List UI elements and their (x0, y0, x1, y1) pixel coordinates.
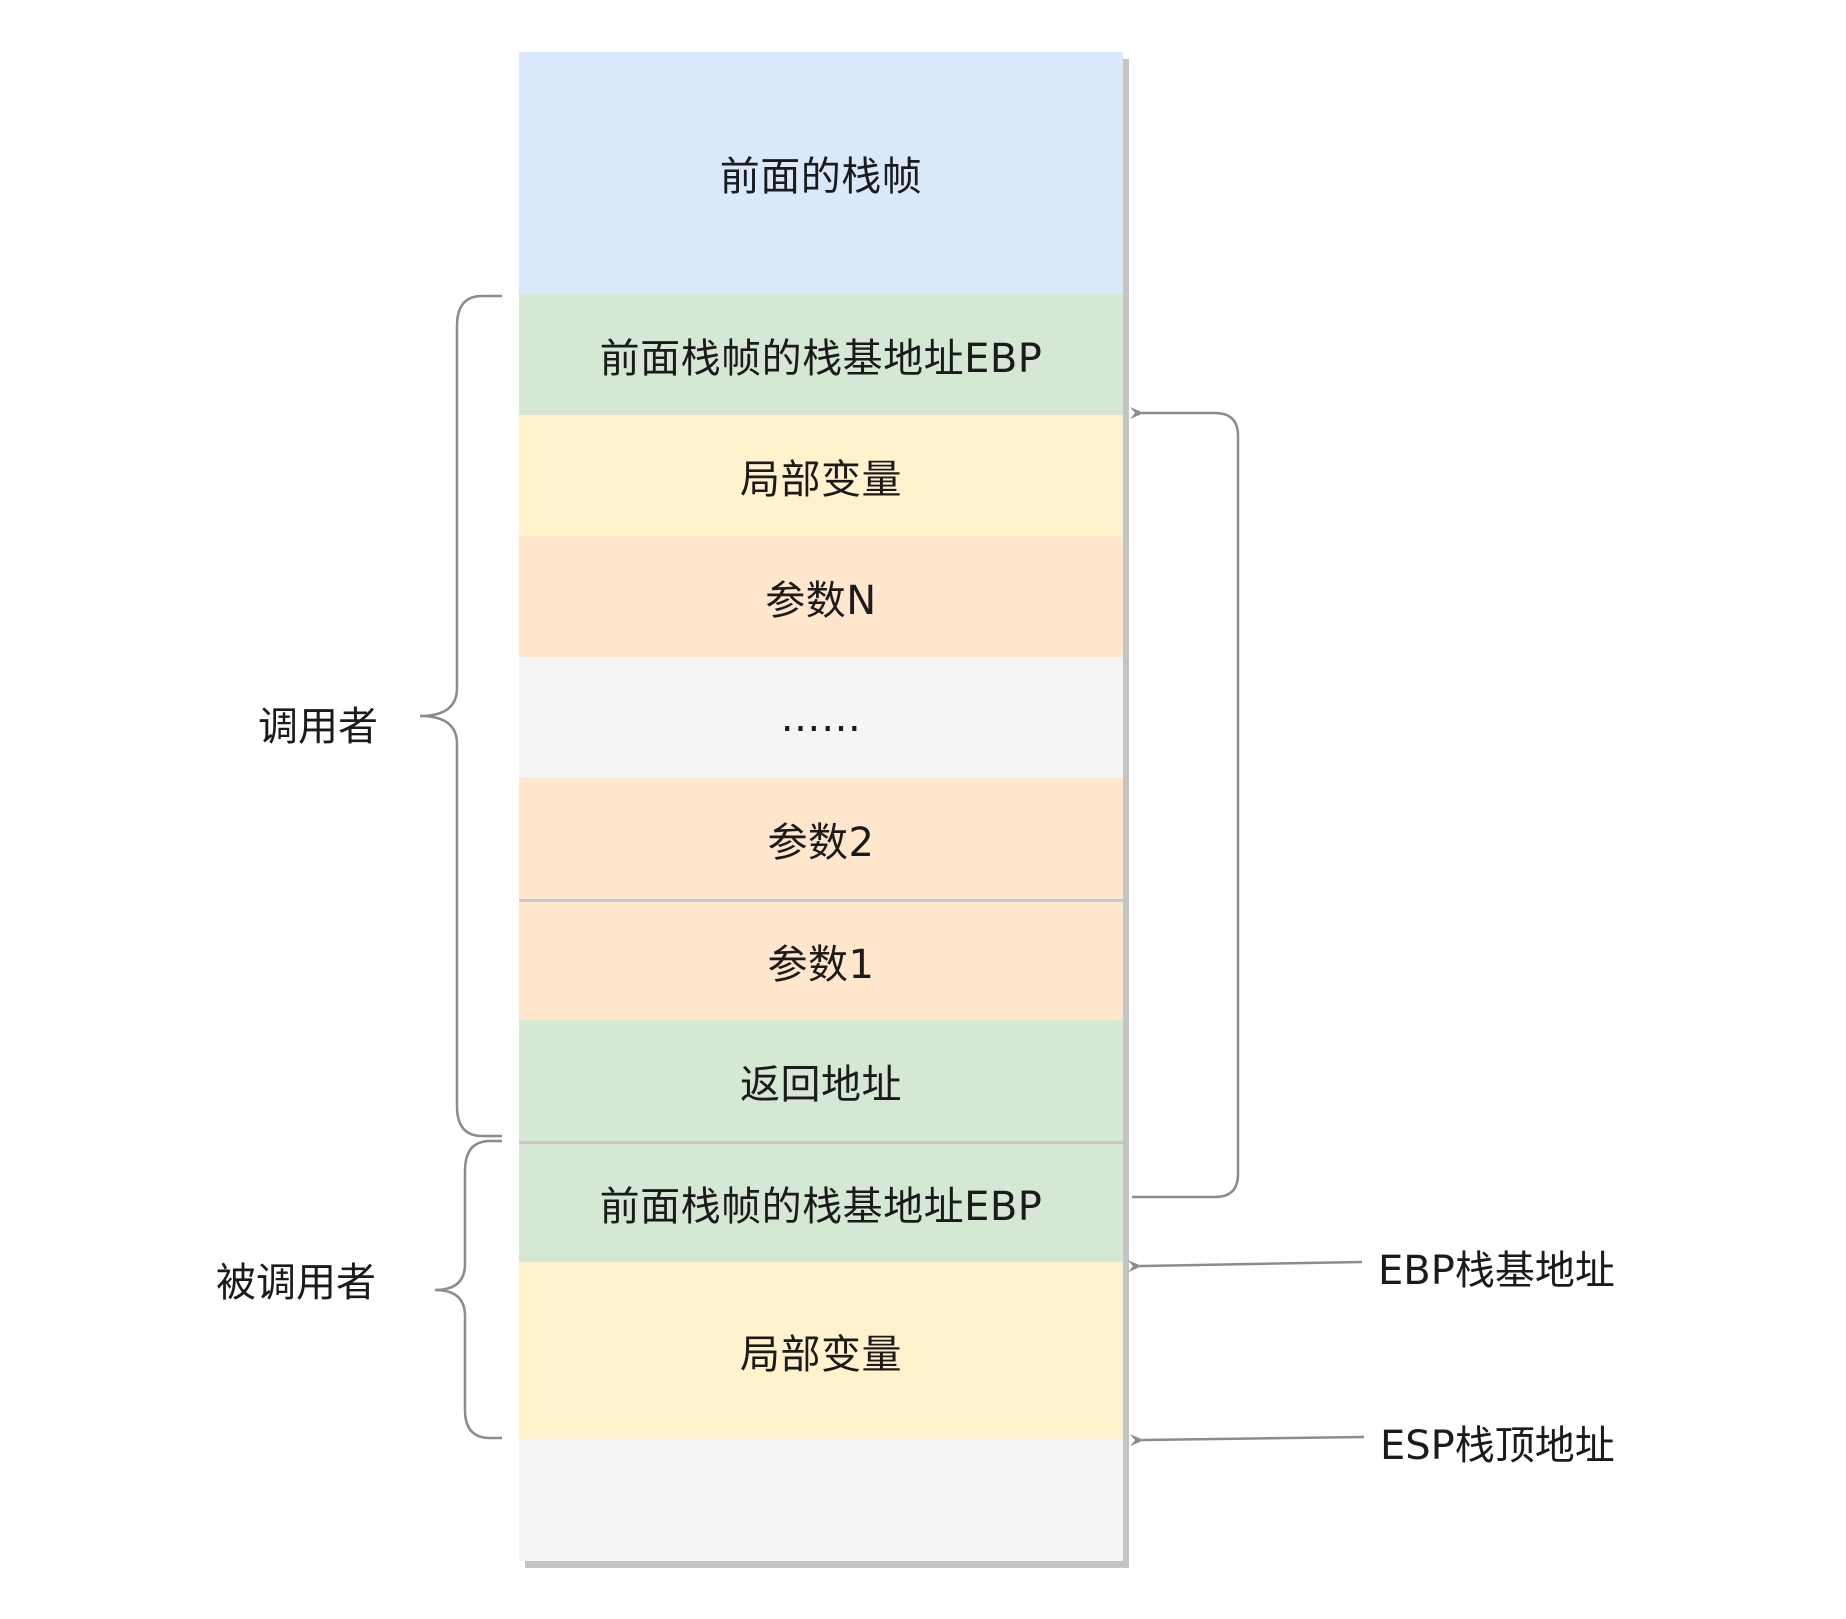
callee-saved-ebp-label: 前面栈帧的栈基地址EBP (599, 1184, 1043, 1230)
parameter-1: 参数1 (519, 899, 1123, 1020)
caller-label: 调用者 (258, 704, 378, 750)
esp-pointer-arrow (1129, 1434, 1365, 1447)
caller-saved-ebp-label: 前面栈帧的栈基地址EBP (599, 335, 1043, 382)
previous-stack-frame-label: 前面的栈帧 (719, 154, 923, 200)
ebp-pointer-label: EBP栈基地址 (1378, 1248, 1615, 1294)
caller-local-variables: 局部变量 (519, 415, 1123, 536)
callee-label: 被调用者 (216, 1260, 376, 1306)
callee-saved-ebp: 前面栈帧的栈基地址EBP (519, 1141, 1123, 1262)
caller-brace (419, 294, 502, 1138)
parameter-n: 参数N (519, 536, 1123, 657)
esp-pointer-label: ESP栈顶地址 (1380, 1423, 1615, 1469)
caller-saved-ebp: 前面栈帧的栈基地址EBP (519, 294, 1123, 415)
parameters-ellipsis: …… (519, 657, 1123, 778)
return-address-label: 返回地址 (740, 1061, 902, 1108)
return-address: 返回地址 (519, 1020, 1123, 1141)
callee-local-variables: 局部变量 (519, 1262, 1123, 1439)
callee-local-variables-label: 局部变量 (740, 1331, 902, 1378)
saved-ebp-link-arrow (1130, 407, 1240, 1199)
parameters-ellipsis-label: …… (780, 694, 862, 741)
parameter-2: 参数2 (519, 778, 1123, 899)
ebp-pointer-arrow (1127, 1260, 1363, 1273)
parameter-n-label: 参数N (765, 577, 877, 624)
previous-stack-frame: 前面的栈帧 (519, 52, 1123, 294)
call-stack: 前面的栈帧 前面栈帧的栈基地址EBP 局部变量 参数N …… 参数2 参数1 返… (519, 52, 1123, 1561)
parameter-1-label: 参数1 (767, 942, 875, 988)
empty-stack-slot (519, 1439, 1123, 1561)
callee-brace (434, 1139, 502, 1440)
caller-local-variables-label: 局部变量 (740, 456, 902, 503)
parameter-2-label: 参数2 (767, 819, 875, 866)
